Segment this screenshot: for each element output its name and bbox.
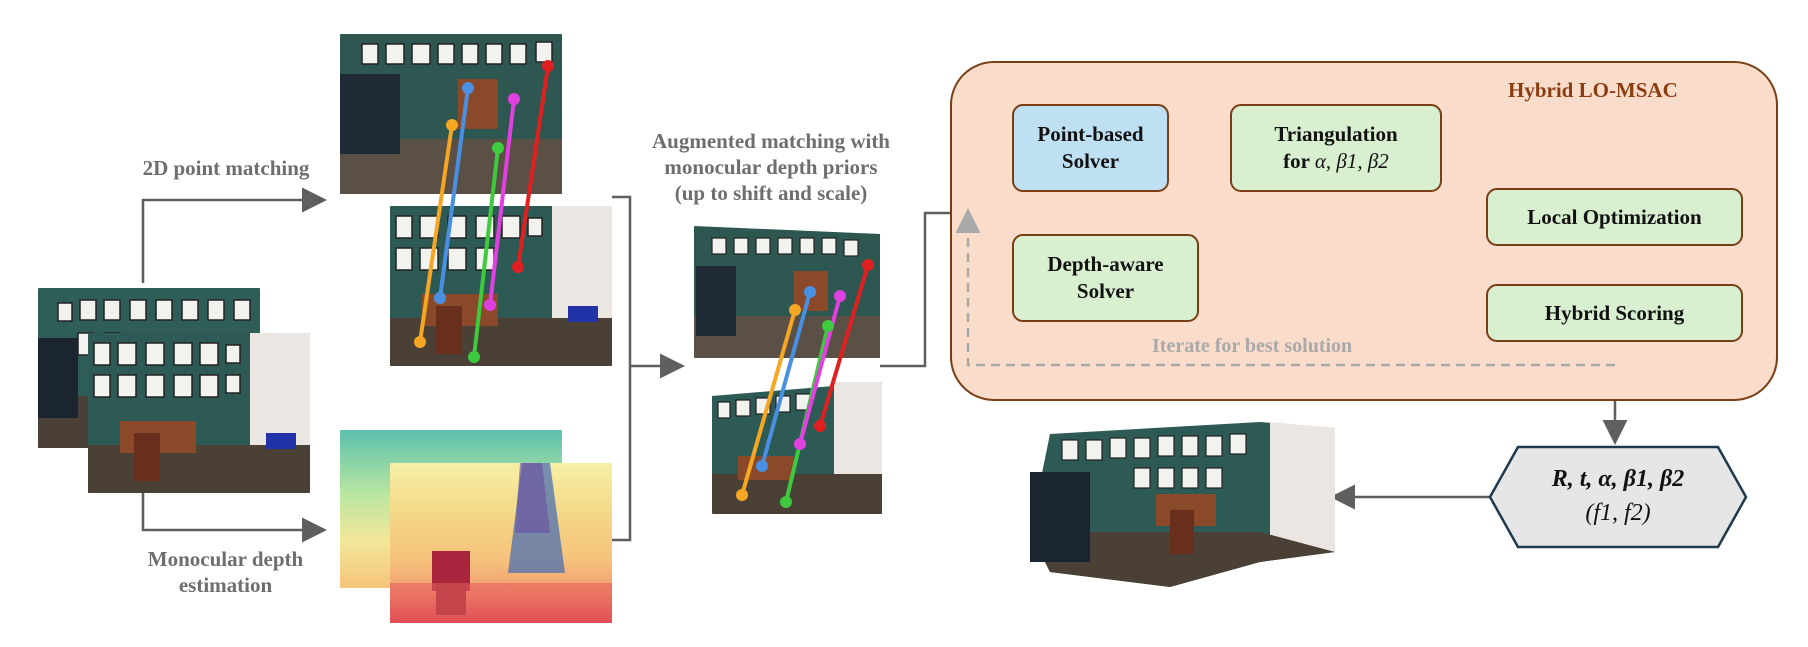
match-line-magenta — [488, 98, 516, 306]
match-point-magenta-b — [484, 299, 496, 311]
matching-room-top-drawing — [340, 34, 562, 194]
augmented-line2: monocular depth priors — [664, 155, 878, 179]
matching-room-bottom-drawing — [390, 206, 612, 366]
aug-point-orange-b — [736, 489, 748, 501]
aug-point-green-b — [780, 496, 792, 508]
hybrid-scoring-label: Hybrid Scoring — [1544, 300, 1685, 325]
depth-map-front-drawing — [390, 463, 612, 623]
match-point-blue-b — [434, 292, 446, 304]
triangulation-box: Triangulation for α, β1, β2 — [1230, 104, 1442, 192]
match-point-green-b — [468, 351, 480, 363]
aug-match-line-red — [818, 264, 870, 427]
merge-bracket — [612, 195, 632, 542]
match-point-magenta-a — [508, 93, 520, 105]
local-optimization-box: Local Optimization — [1486, 188, 1743, 246]
output-line2: (f1, f2) — [1585, 500, 1651, 526]
aug-point-blue-a — [804, 286, 816, 298]
label-point-matching: 2D point matching — [142, 156, 310, 180]
input-image-2 — [88, 333, 310, 493]
aug-match-line-blue — [760, 291, 812, 467]
triangulation-line1: Triangulation — [1274, 122, 1398, 146]
aug-point-magenta-b — [794, 438, 806, 450]
depth-label-line2: estimation — [178, 573, 273, 597]
augmented-line1: Augmented matching with — [651, 129, 890, 153]
hybrid-scoring-box: Hybrid Scoring — [1486, 284, 1743, 342]
depth-map-front — [390, 463, 612, 623]
depth-label-line1: Monocular depth — [147, 547, 304, 571]
point-solver-line1: Point-based — [1037, 122, 1144, 146]
label-augmented-matching: Augmented matching with monocular depth … — [616, 128, 926, 206]
arrow-to-matching — [141, 187, 327, 283]
aug-point-red-b — [814, 420, 826, 432]
reconstruction-drawing — [1030, 422, 1335, 587]
local-opt-label: Local Optimization — [1527, 204, 1702, 229]
match-point-green-a — [492, 142, 504, 154]
match-point-orange-b — [414, 336, 426, 348]
output-line1: R, t, α, β1, β2 — [1551, 466, 1685, 492]
match-point-red-b — [512, 261, 524, 273]
output-params: R, t, α, β1, β2 (f1, f2) — [1500, 462, 1736, 530]
aug-point-green-a — [822, 320, 834, 332]
iterate-label: Iterate for best solution — [1152, 335, 1353, 357]
aug-point-magenta-a — [834, 290, 846, 302]
aug-point-orange-a — [789, 304, 801, 316]
reconstruction-image — [1030, 412, 1335, 592]
aug-match-line-orange — [740, 309, 797, 496]
match-point-orange-a — [446, 119, 458, 131]
output-hexagon — [1488, 445, 1748, 549]
matching-image-bottom — [390, 206, 612, 366]
aug-point-blue-b — [756, 460, 768, 472]
match-line-orange — [418, 124, 454, 343]
point-solver-line2: Solver — [1061, 149, 1120, 173]
label-depth-estimation: Monocular depth estimation — [118, 546, 333, 598]
aug-match-line-magenta — [798, 295, 842, 445]
depth-solver-line2: Solver — [1076, 279, 1135, 303]
aug-point-red-a — [862, 259, 874, 271]
depth-solver-line1: Depth-aware — [1047, 252, 1164, 276]
match-point-blue-a — [462, 82, 474, 94]
match-line-blue — [438, 87, 470, 299]
msac-title: Hybrid LO-MSAC — [1508, 78, 1678, 102]
match-line-green — [472, 147, 500, 358]
augmented-line3: (up to shift and scale) — [674, 181, 868, 205]
matching-image-top — [340, 34, 562, 194]
match-point-red-a — [542, 60, 554, 72]
triangulation-vars: α, β1, β2 — [1314, 149, 1389, 173]
match-line-red — [516, 65, 550, 268]
input-room-2-drawing — [88, 333, 310, 493]
triangulation-prefix: for — [1283, 149, 1315, 173]
